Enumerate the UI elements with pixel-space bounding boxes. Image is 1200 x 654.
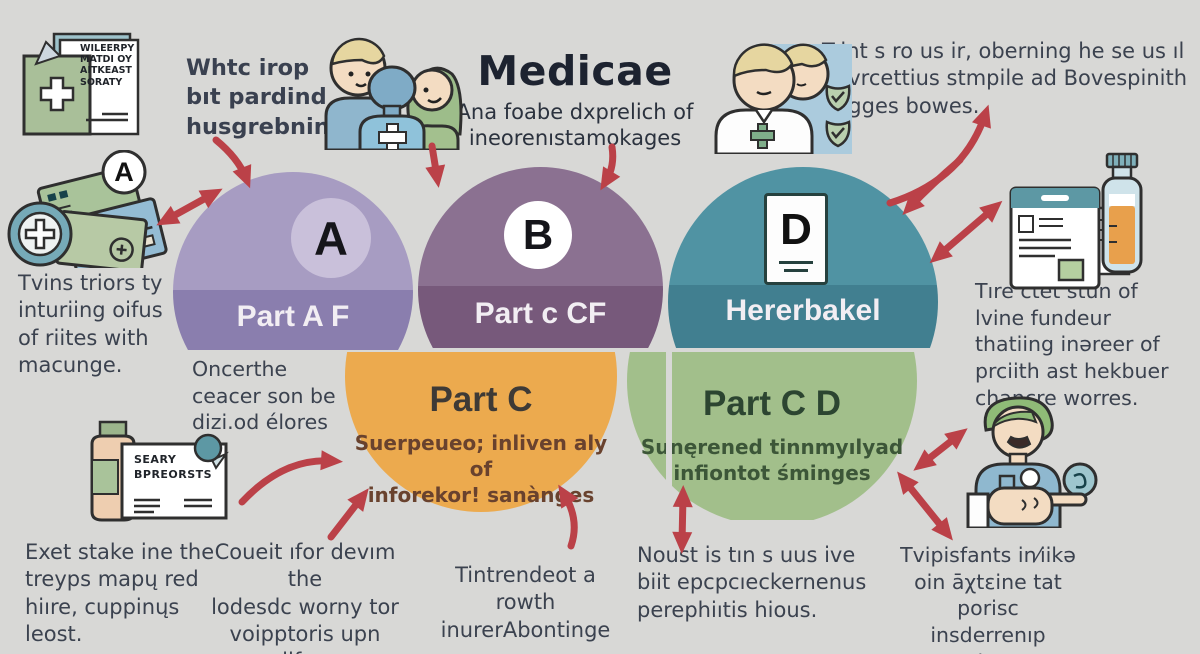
segment-part-a: A Part A F: [173, 172, 413, 350]
note-left-mid: Tvins triors ty inturiing oifus of riite…: [18, 271, 163, 377]
pill-bottle-card-icon: [80, 420, 232, 530]
part-b-label: Part c CF: [474, 297, 607, 330]
arrow-green-person: [913, 428, 968, 471]
clipboard-text: WILEERPY MATDI OY AITKEAST SORATY: [80, 43, 135, 88]
page-subtitle: Ana foabe dxprelich of ineorenıstamokage…: [456, 100, 694, 151]
part-cd-title: Part C D: [702, 384, 842, 423]
insurance-cards-icon: A: [6, 149, 171, 276]
part-d-label: Hererbakel: [725, 294, 881, 327]
note-top-right: Trint s ro us ir, oberning he se us ıl d…: [822, 39, 1188, 118]
doctor-shield-icon: [700, 30, 858, 156]
note-bottom-left: Exet stake ine the treyps mapų red hiıre…: [25, 540, 215, 646]
prescription-bottle-icon: [1003, 148, 1145, 298]
family-icon: [318, 32, 466, 152]
segment-part-c-orange: Part C Suerpeueo; inliven aly of inforek…: [345, 352, 617, 512]
note-under-part-a: Oncerthe ceacer son be dizi.od élores: [192, 357, 336, 435]
arrow-d-bottle: [929, 200, 1003, 264]
part-cd-subtitle: Sunęrened tinnmyılyad infiontot śminges: [640, 435, 904, 485]
note-top-left: Whtc irop bıt pardind husgrebninge: [186, 55, 362, 140]
part-c-title: Part C: [429, 380, 533, 419]
drug-card-icon: D: [764, 193, 828, 285]
card-line: [783, 269, 809, 272]
clipboard-document-icon: [16, 26, 144, 138]
rx-card-text: SEARY BPREORSTS: [134, 453, 213, 482]
title-block: Medicae Ana foabe dxprelich of ineorenıs…: [390, 47, 760, 152]
part-d-badge: D: [780, 205, 812, 254]
part-b-badge: B: [504, 201, 572, 269]
segment-part-b: B Part c CF: [418, 167, 663, 348]
part-a-label: Part A F: [236, 300, 350, 333]
note-bottom-right: Tvipisfants in⁄iikə oin āχtεine tat pori…: [900, 543, 1076, 654]
segment-part-d: D Hererbakel: [668, 167, 938, 348]
segment-divider: [666, 352, 672, 504]
note-bottom-center: Tintrendeot a rowth inurerAbontinge: [440, 563, 611, 642]
page-title: Medicae: [477, 47, 673, 95]
card-a-badge: A: [114, 157, 134, 187]
card-line: [778, 261, 814, 264]
note-bottom-left-2: Coueit ıfor devım the lodesdc worny tor …: [211, 540, 399, 654]
part-a-badge: A: [291, 198, 371, 278]
note-right-mid: Tıre ctet stun of lvine fundeur thatiing…: [975, 279, 1169, 410]
segment-part-cd-green: Part C D Sunęrened tinnmyılyad infiontot…: [627, 352, 917, 520]
pointing-person-icon: [956, 390, 1102, 530]
note-bottom-center-2: Noust is tın s uus ive biit epcpcıeckern…: [637, 543, 867, 622]
part-c-subtitle: Suerpeueo; inliven aly of inforekor! san…: [354, 431, 608, 507]
arrow-up-to-c-long: [238, 450, 343, 506]
